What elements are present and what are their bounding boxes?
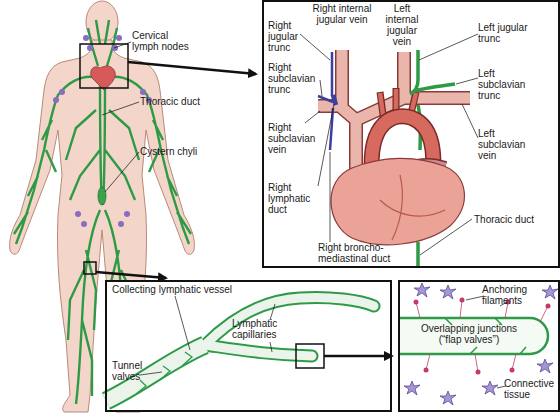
tissue-cell — [537, 359, 553, 373]
leader-line — [102, 42, 139, 192]
panel-label: Left internal jugular vein — [378, 3, 426, 47]
tissue-cell — [542, 285, 558, 299]
panel-label: Tunnel valves — [112, 360, 154, 382]
connective-cells — [404, 283, 558, 405]
panel-background — [398, 280, 560, 412]
zoom-arrow — [96, 272, 166, 278]
panel-label: Overlapping junctions (“flap valves”) — [410, 323, 528, 345]
panel-label: Right subclavian vein — [268, 122, 324, 155]
heart-shading — [380, 175, 445, 240]
tissue-cell — [404, 381, 420, 395]
filament-end — [460, 298, 465, 303]
tissue-cell — [482, 381, 498, 395]
heart — [331, 158, 464, 244]
filament-end — [510, 368, 515, 373]
zoom-arrow — [128, 62, 256, 74]
tissue-cell — [440, 391, 456, 405]
tissue-cell — [440, 285, 456, 299]
panel-label: Right jugular trunc — [268, 20, 314, 53]
panel-label: Right lymphatic duct — [268, 182, 324, 215]
zoom-arrow — [324, 355, 392, 358]
capillary-wall — [205, 297, 374, 356]
filament-end — [476, 370, 481, 375]
panel-label: Anchoring filaments — [482, 284, 546, 306]
filament-end — [424, 368, 429, 373]
filament-end — [546, 304, 551, 309]
detail-panel: Right internal jugular vein Left internal… — [262, 0, 560, 268]
detail-panel: Collecting lymphatic vesselLymphatic cap… — [105, 280, 392, 412]
panel-label: Thoracic duct — [474, 214, 550, 225]
lymphatic-capillary — [205, 297, 374, 356]
right-lymph-trunks — [318, 52, 333, 150]
zoom-square — [296, 344, 324, 368]
panel-label: Right broncho-mediastinal duct — [318, 242, 408, 264]
lymph-nodes — [53, 35, 93, 227]
figure-label: Cystern chyli — [140, 146, 210, 157]
panel-background — [262, 0, 560, 268]
capillary-tube — [400, 318, 548, 354]
figure-label: Cervical lymph nodes — [132, 30, 192, 52]
detail-panel: Anchoring filamentsOverlapping junctions… — [398, 280, 560, 412]
panel-label: Connective tissue — [504, 378, 556, 400]
zoom-square — [84, 262, 96, 274]
lymph-vessels — [14, 20, 102, 404]
panel-label: Right subclavian trunc — [268, 62, 324, 95]
zoom-square — [80, 44, 128, 88]
panel-background — [105, 280, 392, 412]
right-lymphatic-duct — [333, 95, 336, 105]
panel-label: Left subclavian trunc — [478, 68, 538, 101]
figure-label: Thoracic duct — [140, 96, 210, 107]
panel-label: Left subclavian vein — [478, 128, 538, 161]
panel-label: Lymphatic capillaries — [232, 318, 304, 340]
panel-label: Collecting lymphatic vessel — [112, 284, 262, 295]
filament-end — [414, 300, 419, 305]
tunnel-valve — [136, 352, 192, 394]
cisterna-chyli — [98, 187, 106, 205]
panel-label: Right internal jugular vein — [312, 3, 372, 25]
leader-line — [300, 34, 478, 255]
tissue-cell — [414, 283, 430, 297]
body-heart — [91, 66, 116, 90]
panel-label: Left jugular trunc — [478, 22, 538, 44]
